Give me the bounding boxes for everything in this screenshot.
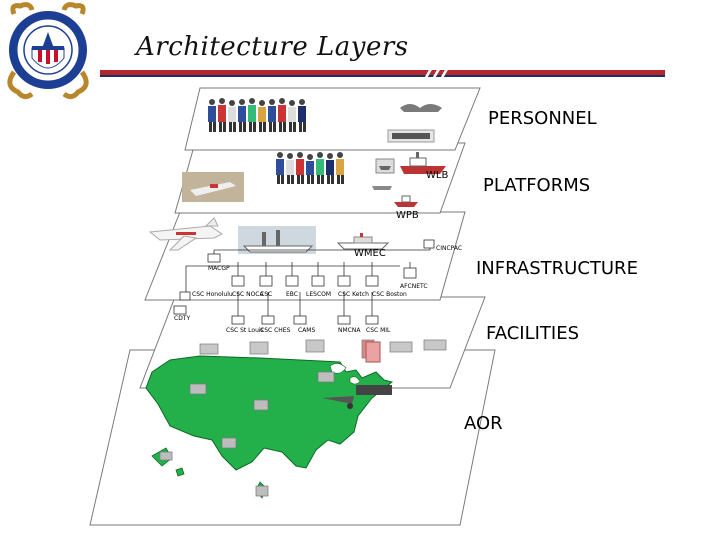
node-label-ebc: EBC <box>286 291 298 298</box>
layer-label-personnel: PERSONNEL <box>488 108 597 129</box>
platform-label-wpb: WPB <box>396 210 419 221</box>
jet-aircraft-photo <box>148 217 223 251</box>
ship-silhouette-icon <box>400 152 446 174</box>
northeast-marker-icon <box>365 341 381 363</box>
node-label-csc-boston: CSC Boston <box>372 291 407 298</box>
wmec-ship-icon <box>336 233 390 250</box>
cutter-photo <box>238 226 316 254</box>
slide-title: Architecture Layers <box>136 32 409 62</box>
layer-label-platforms: PLATFORMS <box>483 175 591 196</box>
port-facility-icon <box>322 385 392 409</box>
node-label-nmcna: NMCNA <box>338 327 361 334</box>
node-label-cams: CAMS <box>298 327 315 334</box>
node-label-cincpac: CINCPAC <box>436 245 462 252</box>
node-label-csc: CSC <box>260 291 272 298</box>
node-label-csc-ketchikan: CSC Ketch <box>338 291 369 298</box>
us-map <box>145 355 394 471</box>
platform-label-wmec: WMEC <box>354 248 386 259</box>
insignia-wings-icon <box>387 104 442 143</box>
title-rule <box>100 70 665 77</box>
node-label-macgp: MACGP <box>208 265 230 272</box>
coast-guard-seal <box>7 2 89 100</box>
platform-label-wlb: WLB <box>426 170 449 181</box>
layer-label-infrastructure: INFRASTRUCTURE <box>476 258 638 279</box>
ship-group-icon <box>372 158 395 190</box>
node-label-csc-mil: CSC MIL <box>366 327 391 334</box>
helicopter-photo <box>182 172 244 202</box>
node-label-afcnetc: AFCNETC <box>400 283 428 290</box>
layer-label-aor: AOR <box>464 413 503 434</box>
node-label-csc-chesapeake: CSC CHES <box>260 327 291 334</box>
node-label-csc-noca: CSC NOCA <box>232 291 264 298</box>
node-label-lescom: LESCOM <box>306 291 331 298</box>
network-nodes <box>173 239 435 325</box>
node-label-cdty: CDTY <box>174 315 190 322</box>
node-label-csc-st-louis: CSC St Louis <box>226 327 264 334</box>
wpb-boat-icon <box>394 195 418 207</box>
personnel-group <box>208 98 306 132</box>
aor-buildings <box>159 371 335 497</box>
platforms-crew <box>276 152 344 184</box>
great-lakes <box>329 363 361 385</box>
layer-label-facilities: FACILITIES <box>486 323 580 344</box>
node-label-csc-honolulu: CSC Honolulu <box>192 291 233 298</box>
